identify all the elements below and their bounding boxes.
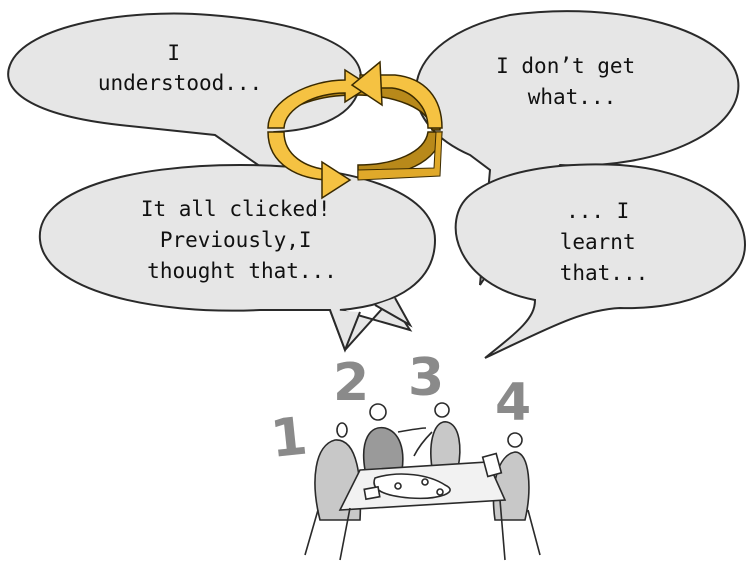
person-3-figure — [414, 403, 460, 468]
bubble-middle-left-text: It all clicked! Previously,I thought tha… — [141, 197, 343, 283]
person-number-2: 2 — [333, 353, 369, 413]
person-number-1: 1 — [268, 406, 310, 469]
table-with-map — [340, 454, 505, 560]
person-number-3: 3 — [408, 348, 444, 408]
person-number-4: 4 — [495, 373, 531, 433]
bubble-middle-right-text: ... I learnt that... — [560, 199, 649, 285]
speech-bubble-middle-left: It all clicked! Previously,I thought tha… — [40, 165, 435, 350]
speech-bubble-middle-right: ... I learnt that... — [456, 164, 745, 358]
person-2-figure — [364, 404, 426, 470]
